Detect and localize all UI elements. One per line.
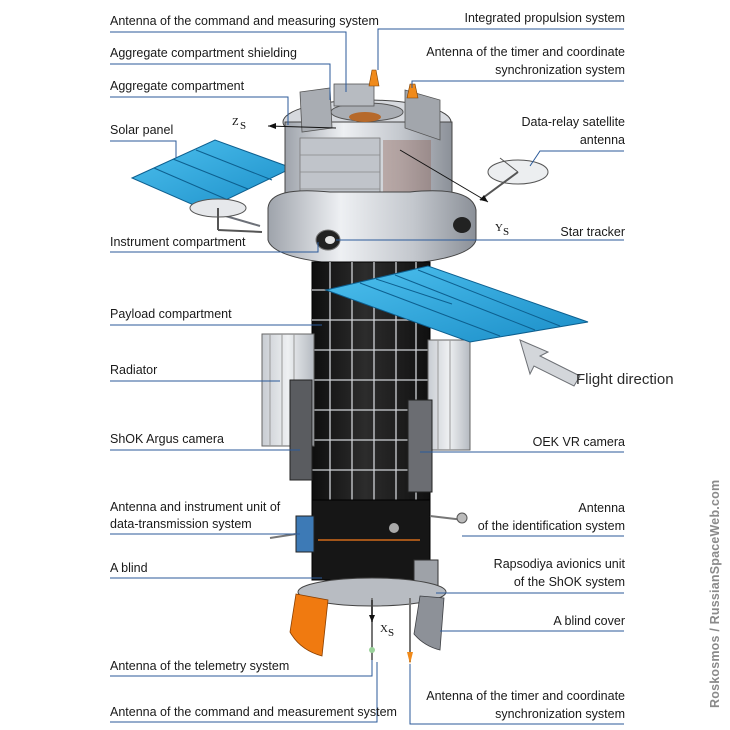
credit-watermark: Roskosmos / RussianSpaceWeb.com bbox=[708, 479, 722, 708]
label-antenna-command-measurement: Antenna of the command and measurement s… bbox=[110, 705, 397, 719]
label-antenna-identification-line2: of the identification system bbox=[477, 519, 625, 533]
solar-panel-right bbox=[324, 265, 589, 343]
label-blind-cover: A blind cover bbox=[553, 614, 625, 628]
label-data-relay-line1: Data-relay satellite bbox=[521, 115, 625, 129]
svg-text:Y: Y bbox=[495, 222, 503, 234]
propulsion-nozzle bbox=[368, 69, 380, 87]
data-relay-antenna-left bbox=[189, 198, 263, 233]
flight-direction-arrow bbox=[519, 339, 581, 387]
label-antenna-timer-top-line2: synchronization system bbox=[495, 63, 625, 77]
label-solar-panel: Solar panel bbox=[110, 123, 174, 137]
label-payload-compartment: Payload compartment bbox=[110, 307, 232, 321]
blind-cover-right bbox=[413, 595, 445, 651]
label-star-tracker: Star tracker bbox=[560, 225, 625, 239]
svg-text:S: S bbox=[240, 120, 246, 132]
label-integrated-propulsion: Integrated propulsion system bbox=[464, 11, 625, 25]
timer-antenna-bottom bbox=[407, 598, 413, 664]
label-antenna-command-measuring: Antenna of the command and measuring sys… bbox=[110, 14, 379, 28]
svg-text:S: S bbox=[503, 226, 509, 238]
label-rapsodiya-line1: Rapsodiya avionics unit bbox=[493, 557, 625, 571]
axis-x: X S bbox=[369, 600, 394, 639]
instrument-compartment bbox=[267, 190, 477, 267]
svg-text:X: X bbox=[380, 623, 388, 635]
label-antenna-instrument-unit-line2: data-transmission system bbox=[110, 517, 252, 531]
axis-y: Y S bbox=[399, 149, 509, 238]
timer-antenna-top bbox=[406, 83, 419, 99]
oek-vr-camera bbox=[407, 399, 433, 493]
label-antenna-timer-top-line1: Antenna of the timer and coordinate bbox=[426, 45, 625, 59]
label-aggregate-shielding: Aggregate compartment shielding bbox=[110, 46, 297, 60]
data-relay-antenna-right bbox=[479, 157, 549, 201]
shok-argus-camera bbox=[289, 379, 313, 481]
flight-direction-label: Flight direction bbox=[576, 371, 674, 388]
radiator-right bbox=[427, 339, 471, 451]
svg-text:Z: Z bbox=[232, 116, 239, 128]
label-radiator: Radiator bbox=[110, 363, 158, 377]
label-aggregate-compartment: Aggregate compartment bbox=[110, 79, 245, 93]
label-antenna-identification-line1: Antenna bbox=[578, 501, 625, 515]
label-antenna-instrument-unit-line1: Antenna and instrument unit of bbox=[110, 500, 281, 514]
identification-antenna bbox=[429, 512, 468, 524]
label-instrument-compartment: Instrument compartment bbox=[110, 235, 246, 249]
svg-text:S: S bbox=[388, 627, 394, 639]
blind-left bbox=[289, 593, 329, 657]
label-oek-vr-camera: OEK VR camera bbox=[532, 435, 625, 449]
label-antenna-timer-bottom-line1: Antenna of the timer and coordinate bbox=[426, 689, 625, 703]
label-data-relay-line2: antenna bbox=[579, 133, 625, 147]
label-rapsodiya-line2: of the ShOK system bbox=[513, 575, 625, 589]
axis-z: Z S bbox=[232, 116, 337, 132]
label-antenna-timer-bottom-line2: synchronization system bbox=[495, 707, 625, 721]
leader-lines bbox=[110, 28, 624, 725]
label-a-blind: A blind bbox=[110, 561, 148, 575]
label-antenna-telemetry: Antenna of the telemetry system bbox=[110, 659, 290, 673]
label-shok-argus-camera: ShOK Argus camera bbox=[110, 432, 224, 446]
